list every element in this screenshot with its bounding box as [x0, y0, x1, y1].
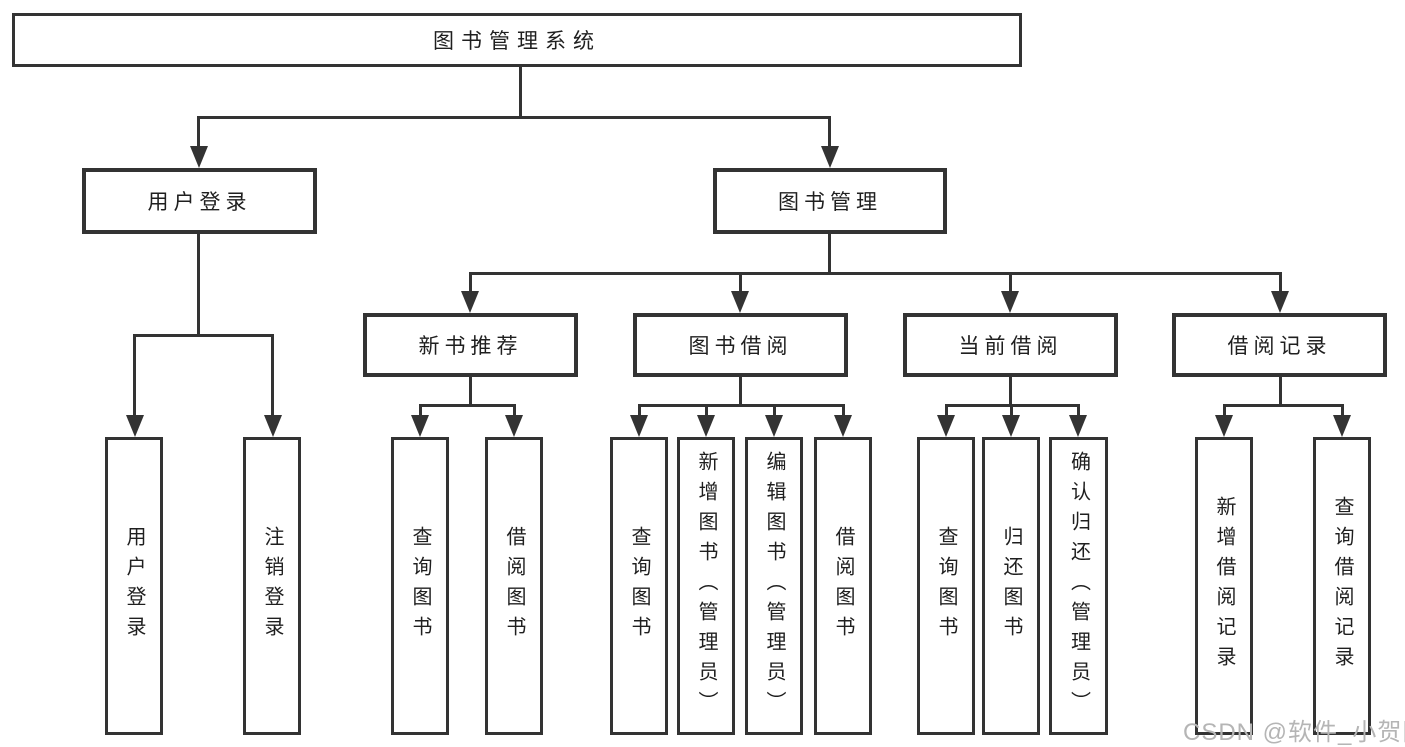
arrowhead-icon: [937, 415, 955, 437]
node-book-borrowing: 图书借阅: [633, 313, 848, 377]
edge-arm-leaf: [419, 404, 422, 416]
edge-borrowing-records-rail: [1223, 404, 1344, 407]
edge-arm-user-login: [197, 116, 200, 148]
leaf-borrow-books-borrowing: 借阅图书: [814, 437, 872, 735]
edge-arm-leaf: [1010, 404, 1013, 416]
node-label: 图书借阅: [688, 335, 793, 358]
arrowhead-icon: [1215, 415, 1233, 437]
arrowhead-icon: [1001, 291, 1019, 313]
edge-arm-current-borrowing: [1009, 272, 1012, 292]
leaf-edit-book-admin: 编辑图书（管理员）: [745, 437, 803, 735]
edge-arm-leaf: [773, 404, 776, 416]
edge-arm-leaf: [638, 404, 641, 416]
node-label: 新增图书（管理员）: [695, 451, 717, 721]
node-label: 查询图书: [409, 526, 431, 646]
node-label: 查询图书: [628, 526, 650, 646]
edge-arm-book-management: [828, 116, 831, 148]
leaf-logout: 注销登录: [243, 437, 301, 735]
node-label: 归还图书: [1000, 526, 1022, 646]
leaf-query-books-borrowing: 查询图书: [610, 437, 668, 735]
edge-book-borrowing-trunk: [739, 376, 742, 407]
node-label: 用户登录: [123, 526, 145, 646]
edge-arm-leaf: [705, 404, 708, 416]
arrowhead-icon: [190, 146, 208, 168]
edge-book-management-trunk: [828, 233, 831, 275]
node-label: 借阅图书: [832, 526, 854, 646]
arrowhead-icon: [126, 415, 144, 437]
edge-arm-leaf: [1223, 404, 1226, 416]
node-label: 注销登录: [261, 526, 283, 646]
arrowhead-icon: [1271, 291, 1289, 313]
node-library-system: 图书管理系统: [12, 13, 1022, 67]
node-label: 借阅图书: [503, 526, 525, 646]
arrowhead-icon: [630, 415, 648, 437]
edge-book-borrowing-rail: [638, 404, 845, 407]
edge-root-trunk: [519, 66, 522, 118]
node-label: 编辑图书（管理员）: [763, 451, 785, 721]
edge-book-management-rail: [469, 272, 1282, 275]
leaf-confirm-return-admin: 确认归还（管理员）: [1049, 437, 1108, 735]
edge-arm-leaf: [945, 404, 948, 416]
edge-arm-leaf: [1077, 404, 1080, 416]
edge-arm-leaf: [133, 334, 136, 416]
node-label: 图书管理系统: [433, 30, 601, 53]
node-label: 确认归还（管理员）: [1067, 451, 1090, 721]
edge-arm-leaf: [271, 334, 274, 416]
edge-user-login-trunk: [197, 233, 200, 336]
node-user-login: 用户登录: [82, 168, 317, 234]
node-label: 查询图书: [935, 526, 957, 646]
edge-arm-leaf: [1341, 404, 1344, 416]
arrowhead-icon: [1333, 415, 1351, 437]
edge-arm-leaf: [842, 404, 845, 416]
arrowhead-icon: [1069, 415, 1087, 437]
leaf-return-books: 归还图书: [982, 437, 1040, 735]
arrowhead-icon: [834, 415, 852, 437]
leaf-borrow-books-recommend: 借阅图书: [485, 437, 543, 735]
node-label: 图书管理: [778, 191, 882, 214]
leaf-query-books-recommend: 查询图书: [391, 437, 449, 735]
edge-user-login-rail: [133, 334, 274, 337]
edge-arm-new-book: [469, 272, 472, 292]
leaf-user-login: 用户登录: [105, 437, 163, 735]
arrowhead-icon: [411, 415, 429, 437]
node-label: 新书推荐: [418, 335, 523, 358]
leaf-add-book-admin: 新增图书（管理员）: [677, 437, 735, 735]
leaf-query-books-current: 查询图书: [917, 437, 975, 735]
node-label: 用户登录: [147, 191, 252, 214]
node-borrowing-records: 借阅记录: [1172, 313, 1387, 377]
arrowhead-icon: [505, 415, 523, 437]
edge-current-borrowing-trunk: [1009, 376, 1012, 407]
edge-arm-borrowing-records: [1279, 272, 1282, 292]
leaf-query-borrow-record: 查询借阅记录: [1313, 437, 1371, 735]
arrowhead-icon: [264, 415, 282, 437]
csdn-watermark: CSDN @软件_小贺同学: [1183, 719, 1405, 746]
node-label: 借阅记录: [1227, 335, 1332, 358]
edge-new-book-rail: [419, 404, 516, 407]
arrowhead-icon: [765, 415, 783, 437]
node-current-borrowing: 当前借阅: [903, 313, 1118, 377]
arrowhead-icon: [731, 291, 749, 313]
arrowhead-icon: [1002, 415, 1020, 437]
arrowhead-icon: [461, 291, 479, 313]
arrowhead-icon: [821, 146, 839, 168]
node-label: 新增借阅记录: [1213, 496, 1235, 676]
edge-arm-book-borrowing: [739, 272, 742, 292]
leaf-add-borrow-record: 新增借阅记录: [1195, 437, 1253, 735]
edge-new-book-trunk: [469, 376, 472, 407]
node-label: 当前借阅: [958, 335, 1063, 358]
node-new-book-recommend: 新书推荐: [363, 313, 578, 377]
node-label: 查询借阅记录: [1331, 496, 1353, 676]
edge-borrowing-records-trunk: [1279, 376, 1282, 407]
edge-root-rail: [197, 116, 831, 119]
edge-arm-leaf: [513, 404, 516, 416]
node-book-management: 图书管理: [713, 168, 947, 234]
arrowhead-icon: [697, 415, 715, 437]
